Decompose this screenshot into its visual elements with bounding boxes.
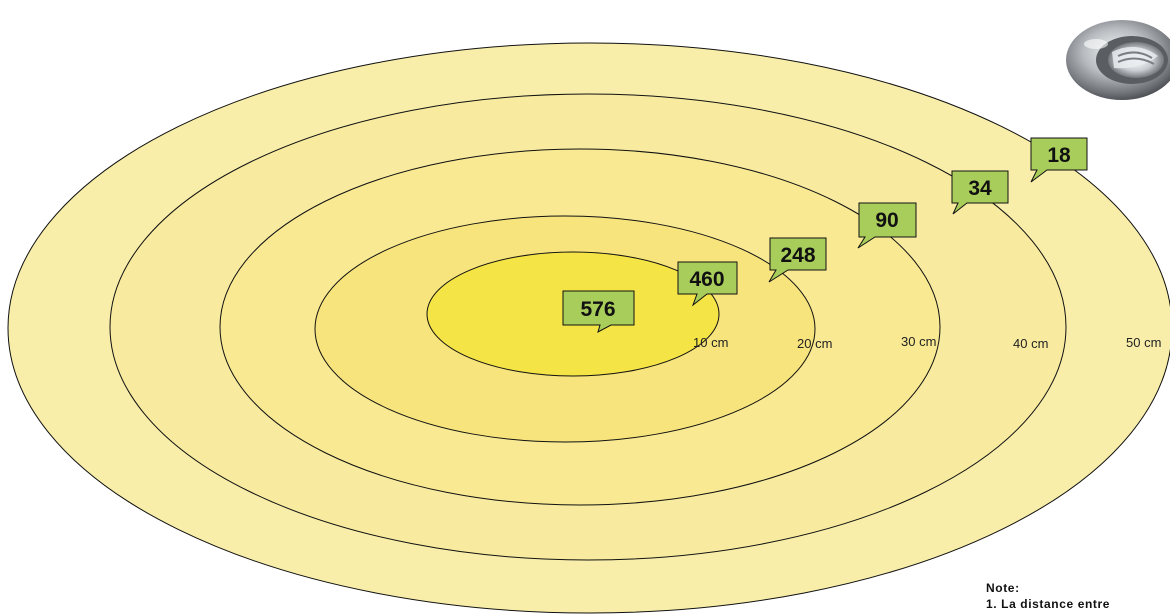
lux-callout-248: 248: [768, 237, 827, 283]
distance-label-40cm: 40 cm: [1013, 336, 1048, 351]
lux-callout-34: 34: [951, 170, 1009, 215]
lux-callout-90: 90: [857, 202, 917, 249]
lux-callout-576: 576: [562, 290, 635, 334]
distance-label-20cm: 20 cm: [797, 336, 832, 351]
note-line-1: 1. La distance entre: [986, 597, 1110, 611]
distance-label-50cm: 50 cm: [1126, 335, 1161, 350]
lux-callout-460: 460: [677, 261, 738, 307]
lux-value-18: 18: [1047, 144, 1071, 167]
recessed-spotlight-image: [1066, 20, 1170, 100]
lux-value-576: 576: [580, 298, 615, 321]
distance-label-30cm: 30 cm: [901, 334, 936, 349]
lux-value-34: 34: [968, 177, 992, 200]
lux-value-90: 90: [875, 209, 898, 232]
note-heading: Note:: [986, 581, 1020, 595]
lux-value-248: 248: [780, 244, 815, 267]
lux-value-460: 460: [689, 268, 724, 291]
lux-callout-18: 18: [1030, 137, 1088, 183]
distance-label-10cm: 10 cm: [693, 335, 728, 350]
